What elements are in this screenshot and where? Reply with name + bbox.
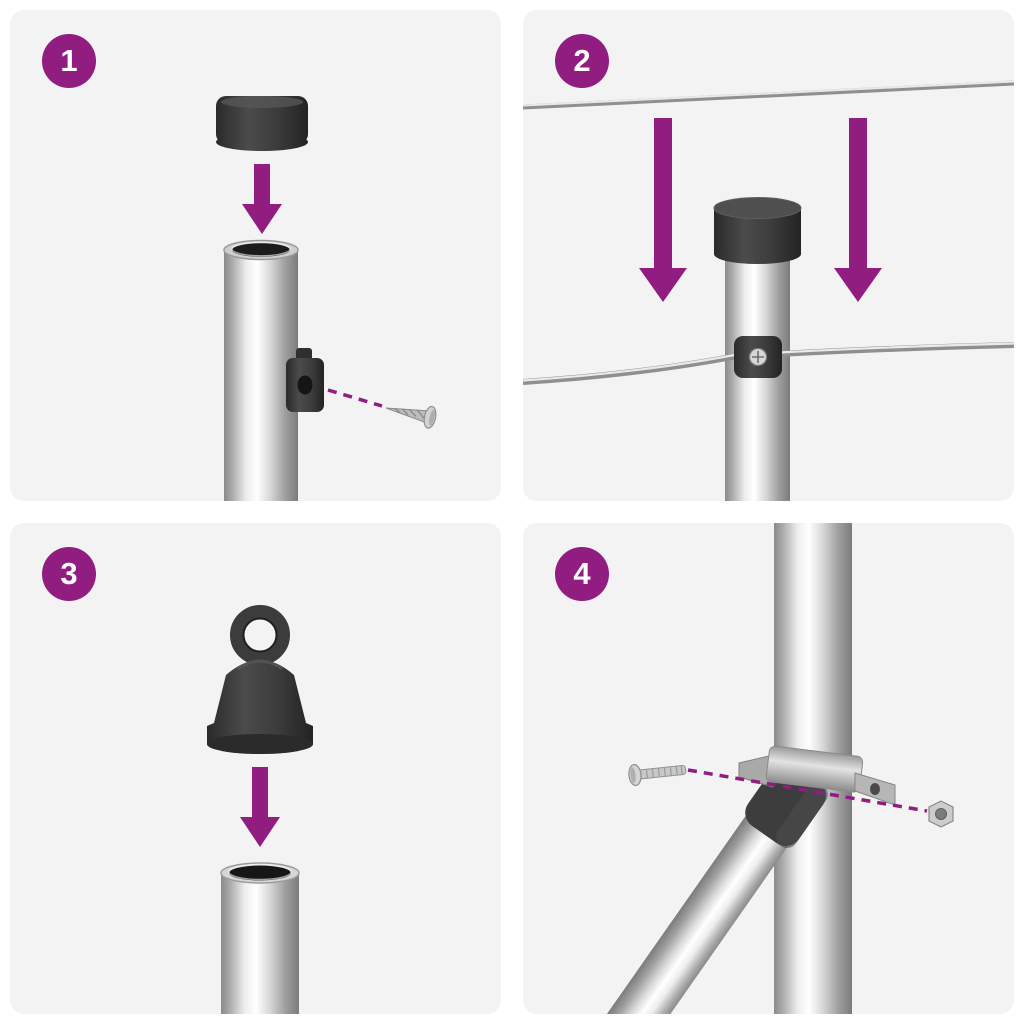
eyelet-post-cap [207, 605, 313, 754]
step-number: 1 [60, 43, 78, 78]
down-arrow-icon [240, 767, 280, 847]
bolt-guide-dashes [687, 768, 928, 813]
nut [928, 800, 954, 828]
panel-step-2: 2 [523, 10, 1014, 501]
down-arrow-icon [639, 118, 687, 302]
metal-post [223, 239, 299, 501]
step-number: 2 [573, 43, 591, 78]
panel-step-1: 1 [10, 10, 501, 501]
screw-guide-dashes [327, 388, 383, 408]
step-number: 3 [60, 556, 78, 591]
mounting-bracket [286, 348, 324, 412]
down-arrow-icon [834, 118, 882, 302]
panel-step-4: 4 [523, 523, 1014, 1014]
step-3-illustration [207, 605, 313, 1014]
post-clamp [738, 745, 896, 806]
clamp-bolt-hole [870, 783, 880, 795]
step-1-illustration [216, 96, 437, 501]
bolt [628, 763, 687, 787]
step-badge: 3 [42, 547, 96, 601]
step-badge: 1 [42, 34, 96, 88]
panel-step-3: 3 [10, 523, 501, 1014]
step-number: 4 [573, 556, 591, 591]
wire-clamp [734, 336, 782, 378]
down-arrow-icon [242, 164, 282, 234]
step-4-illustration [583, 523, 954, 1014]
post-cap [713, 197, 802, 264]
step-2-illustration [523, 80, 1014, 501]
post-cap [216, 96, 308, 151]
screw [385, 405, 437, 429]
step-badge: 2 [555, 34, 609, 88]
top-tension-wire [523, 80, 1014, 110]
step-badge: 4 [555, 547, 609, 601]
metal-post [725, 256, 790, 501]
metal-post [220, 862, 300, 1014]
